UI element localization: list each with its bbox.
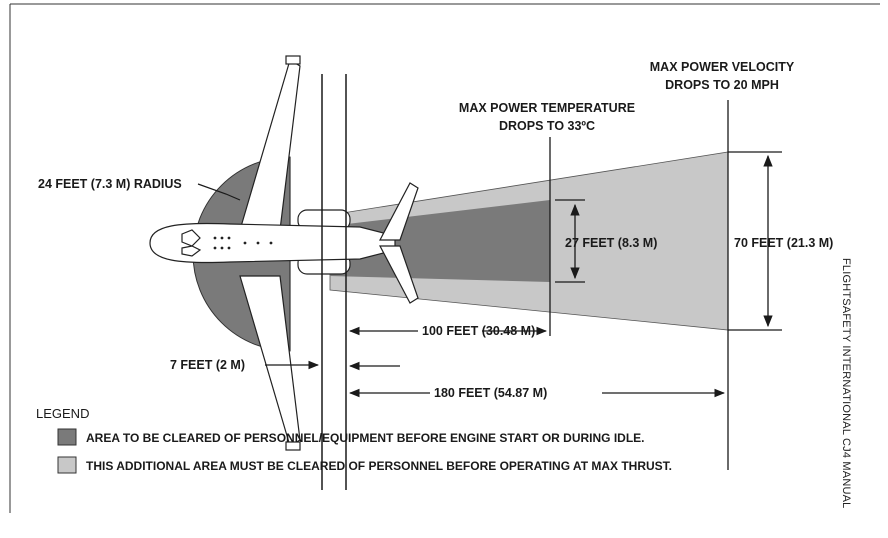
radius-label: 24 FEET (7.3 M) RADIUS xyxy=(38,177,182,191)
temperature-label-line1: MAX POWER TEMPERATURE xyxy=(459,101,635,115)
temperature-label-line2: DROPS TO 33ºC xyxy=(499,119,595,133)
inner-width-label: 27 FEET (8.3 M) xyxy=(565,236,657,250)
side-caption: FLIGHTSAFETY INTERNATIONAL CJ4 MANUAL xyxy=(840,258,852,509)
radius-leader xyxy=(197,183,241,201)
legend-item-light: THIS ADDITIONAL AREA MUST BE CLEARED OF … xyxy=(86,459,672,473)
legend: LEGEND AREA TO BE CLEARED OF PERSONNEL/E… xyxy=(36,406,672,474)
diagram-frame: MAX POWER VELOCITY DROPS TO 20 MPH MAX P… xyxy=(9,3,880,513)
dist-100-label: 100 FEET (30.48 M) xyxy=(422,324,535,338)
dist-180-label: 180 FEET (54.87 M) xyxy=(434,386,547,400)
velocity-label-line1: MAX POWER VELOCITY xyxy=(650,60,795,74)
frame-border xyxy=(9,3,880,513)
outer-width-label: 70 FEET (21.3 M) xyxy=(734,236,833,250)
legend-swatch-light xyxy=(57,456,77,474)
aircraft-top-view xyxy=(149,55,419,451)
velocity-label-line2: DROPS TO 20 MPH xyxy=(665,78,779,92)
legend-swatch-dark xyxy=(57,428,77,446)
dist-7-label: 7 FEET (2 M) xyxy=(170,358,245,372)
legend-title: LEGEND xyxy=(36,406,89,421)
legend-item-dark: AREA TO BE CLEARED OF PERSONNEL/EQUIPMEN… xyxy=(86,431,644,445)
dark-blast-zone xyxy=(330,200,550,282)
jet-blast-diagram: MAX POWER VELOCITY DROPS TO 20 MPH MAX P… xyxy=(9,3,880,513)
